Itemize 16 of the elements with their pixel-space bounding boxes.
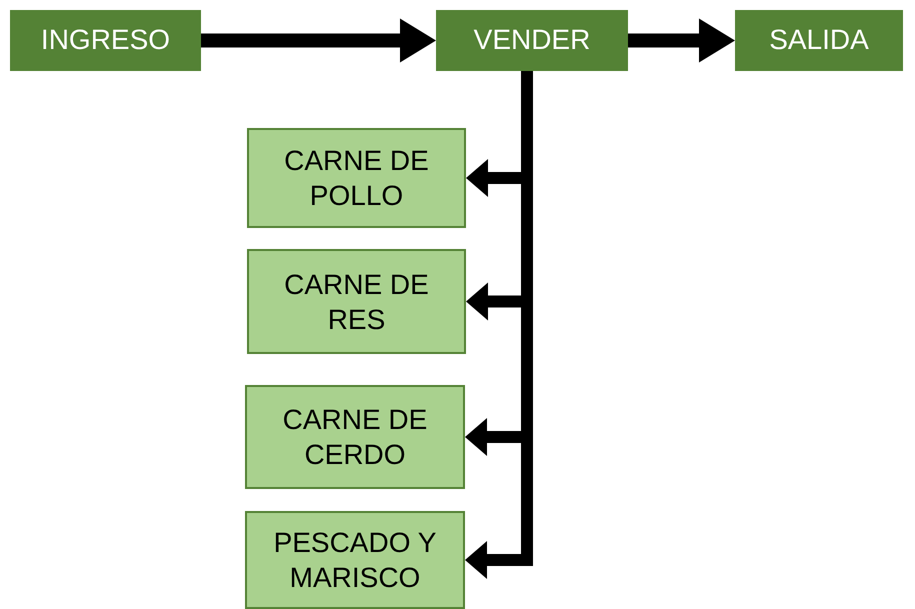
box-label: PESCADO Y MARISCO	[272, 526, 438, 595]
process-box	[247, 128, 466, 228]
process-box	[245, 385, 465, 489]
box-label: CARNE DE RES	[283, 268, 430, 336]
process-box	[735, 10, 903, 71]
process-box	[247, 249, 466, 354]
process-box	[10, 10, 201, 71]
box-label: INGRESO	[40, 25, 170, 56]
box-label: CARNE DE POLLO	[283, 144, 430, 213]
process-box	[245, 511, 465, 609]
arrow	[628, 18, 735, 62]
box-label: CARNE DE CERDO	[282, 403, 428, 472]
box-label: VENDER	[474, 25, 590, 56]
arrow	[201, 18, 436, 62]
box-label: SALIDA	[769, 25, 869, 56]
process-box	[436, 10, 628, 71]
